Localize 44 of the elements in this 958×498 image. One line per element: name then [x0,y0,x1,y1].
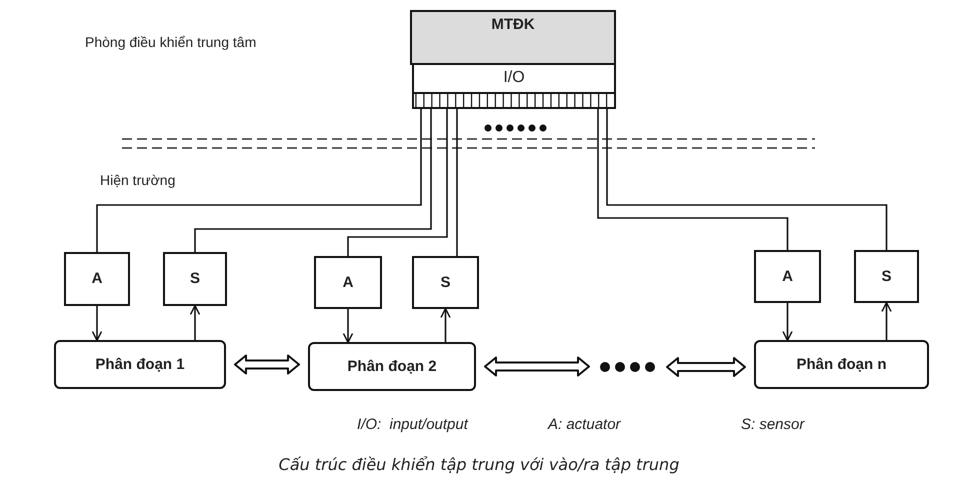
device-box [854,250,919,303]
device-box [754,250,821,303]
caption: Cấu trúc điều khiển tập trung với vào/ra tập trung [278,455,680,474]
legend-note: A: actuator [548,416,621,433]
node-label: A [342,274,354,292]
arrow [190,304,200,340]
legend-note: I/O: input/output [357,416,468,433]
device-box [314,256,382,309]
ellipsis-dots-icon [598,360,658,374]
arrow [782,303,793,342]
double-arrow [234,354,300,374]
node-label: Phân đoạn n [796,356,886,374]
node-label: S [190,270,200,288]
node-label: Phân đoạn 2 [347,358,437,376]
node-label: MTĐK [491,16,535,34]
arrow [440,308,451,342]
device-box [64,252,130,306]
device-box [163,252,227,306]
segment-box [308,342,476,391]
node-label: A [92,270,102,288]
io-module-box [412,63,616,109]
node-label: Phân đoạn 1 [95,356,185,374]
computer-box [410,10,616,65]
node-label: S [440,274,450,292]
arrow [92,306,102,342]
wire [96,109,422,252]
double-arrow [666,357,746,377]
wire [194,109,432,252]
segment-box [54,340,226,389]
legend-note: S: sensor [741,416,804,433]
wire [456,109,458,256]
wire [606,109,888,250]
segment-box [754,340,929,389]
arrow [881,302,892,340]
arrow [342,309,354,344]
double-arrow [484,356,590,376]
node-label: S [881,268,892,286]
device-box [412,256,479,309]
node-label: A [782,268,793,286]
wire [347,109,448,256]
area-label: Hiện trường [100,172,176,188]
area-label: Phòng điều khiển trung tâm [85,34,256,50]
node-label: I/O [503,68,525,88]
wire [597,109,788,250]
